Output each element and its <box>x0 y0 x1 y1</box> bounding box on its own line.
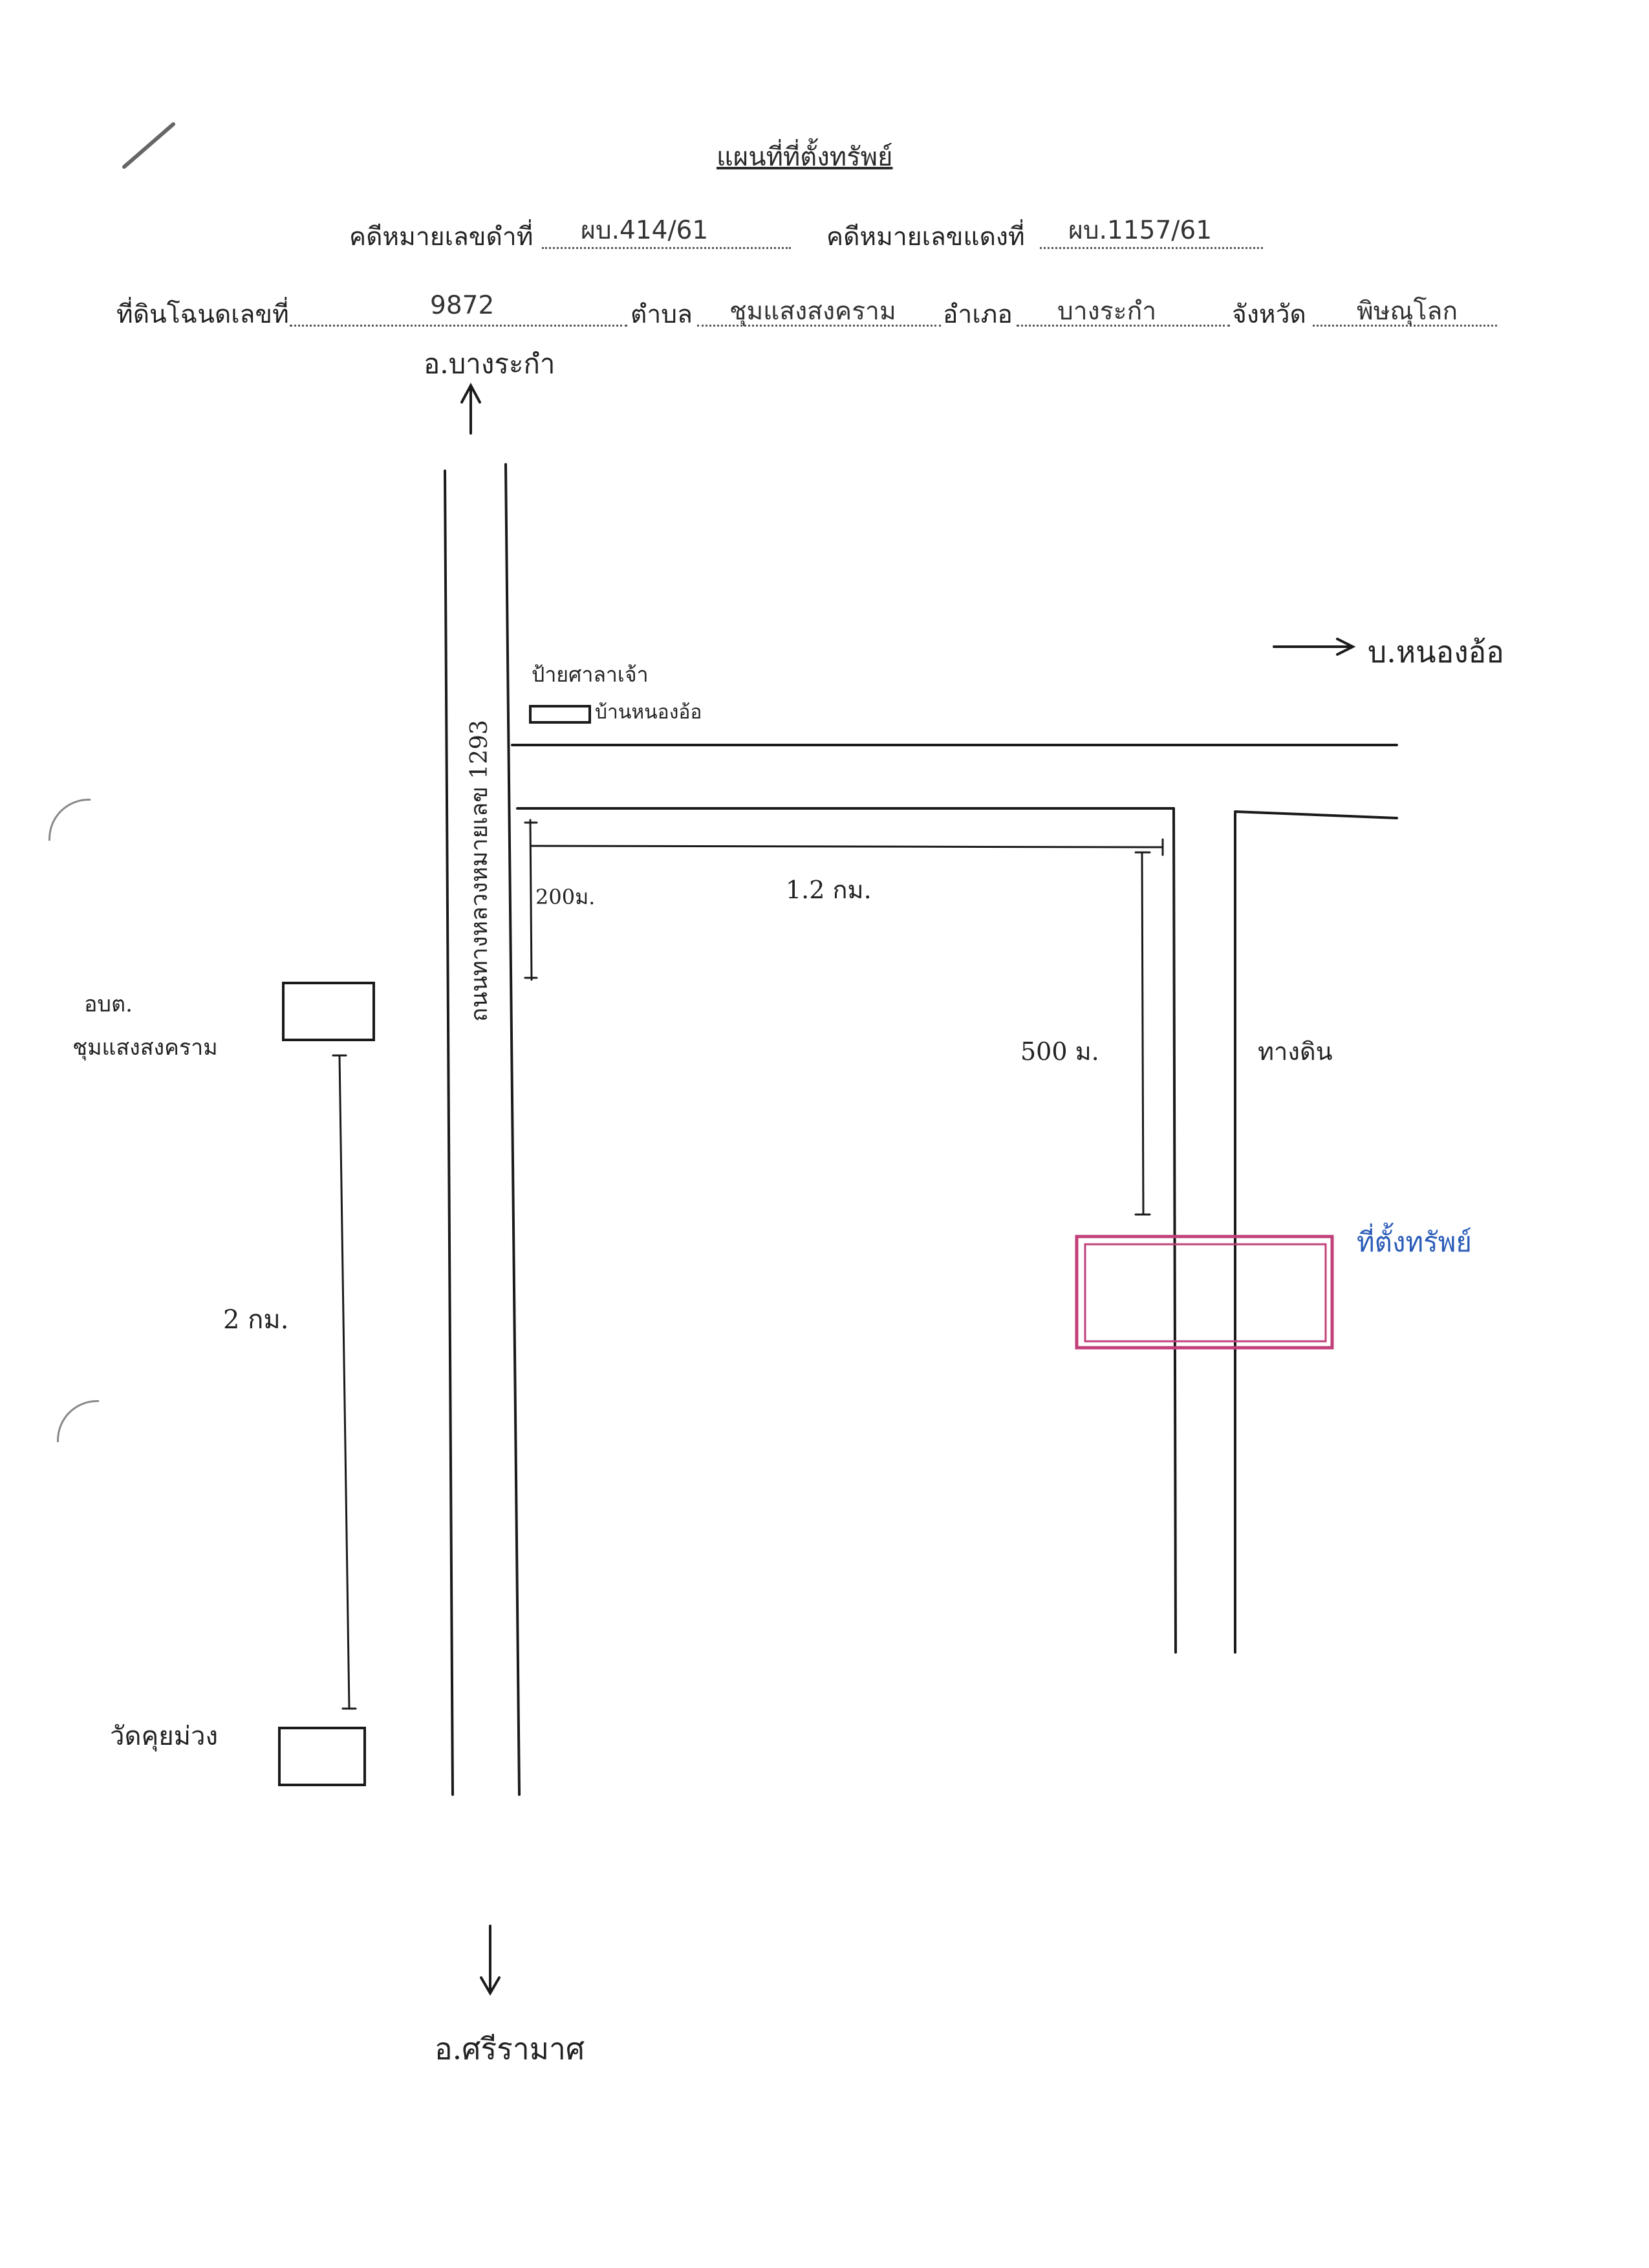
highway-left-edge <box>444 470 454 1796</box>
north-arrow-head <box>460 382 481 404</box>
dim-2km-line <box>338 1054 350 1710</box>
amphoe-label: อำเภอ <box>943 300 1013 329</box>
distance-200m: 200ม. <box>535 885 596 909</box>
tambon-label: ตำบล <box>630 300 693 329</box>
province-label: จังหวัด <box>1232 300 1306 329</box>
highway-label: ถนนทางหลวงหมายเลข 1293 <box>466 720 493 1022</box>
case-black-value: ผบ.414/61 <box>581 216 709 245</box>
amphoe-value: บางระกำ <box>1057 297 1157 326</box>
distance-1-2km: 1.2 กม. <box>786 876 872 904</box>
property-box <box>1075 1235 1334 1350</box>
village-sign-box <box>529 705 591 724</box>
obt-label-line1: อบต. <box>84 991 133 1017</box>
obt-label-line2: ชุมแสงสงคราม <box>72 1035 218 1061</box>
tambon-value: ชุมแสงสงคราม <box>729 297 896 326</box>
east-arrow-head <box>1336 638 1356 656</box>
distance-500m: 500 ม. <box>1020 1037 1099 1066</box>
distance-2km: 2 กม. <box>223 1305 289 1335</box>
north-destination: อ.บางระกำ <box>424 348 555 380</box>
staple-mark <box>122 122 175 169</box>
dim-500m-line <box>1141 851 1145 1216</box>
temple-box <box>278 1727 366 1786</box>
east-destination: บ.หนองอ้อ <box>1368 634 1504 669</box>
case-red-label: คดีหมายเลขแดงที่ <box>826 222 1025 252</box>
deed-dotline <box>290 325 627 327</box>
side-road-bottom-edge-east <box>1234 810 1398 819</box>
property-label: ที่ตั้งทรัพย์ <box>1357 1226 1472 1258</box>
waiting-shed-label: ป้ายศาลาเจ้า <box>532 662 649 687</box>
village-sign-label: บ้านหนองอ้อ <box>595 701 702 724</box>
obt-office-box <box>282 982 375 1041</box>
case-black-dotline <box>542 247 791 249</box>
case-red-dotline <box>1040 247 1263 249</box>
deed-value: 9872 <box>430 291 495 320</box>
page-title: แผนที่ที่ตั้งทรัพย์ <box>717 142 893 172</box>
amphoe-dotline <box>1017 325 1230 327</box>
case-black-label: คดีหมายเลขดำที่ <box>349 222 534 252</box>
dirt-road-left-edge <box>1172 807 1177 1654</box>
province-dotline <box>1313 325 1497 327</box>
deed-label: ที่ดินโฉนดเลขที่ <box>116 300 289 329</box>
dim-200m-line <box>529 819 533 981</box>
dirt-road-label: ทางดิน <box>1258 1037 1333 1066</box>
tambon-dotline <box>697 325 941 327</box>
temple-label: วัดคุยม่วง <box>110 1722 218 1751</box>
south-arrow-head <box>480 1976 501 1996</box>
south-destination: อ.ศรีรามาศ <box>435 2031 585 2066</box>
highway-right-edge <box>504 463 521 1796</box>
dim-1-2km-line <box>530 845 1164 848</box>
province-value: พิษณุโลก <box>1357 297 1458 326</box>
case-red-value: ผบ.1157/61 <box>1068 216 1212 245</box>
